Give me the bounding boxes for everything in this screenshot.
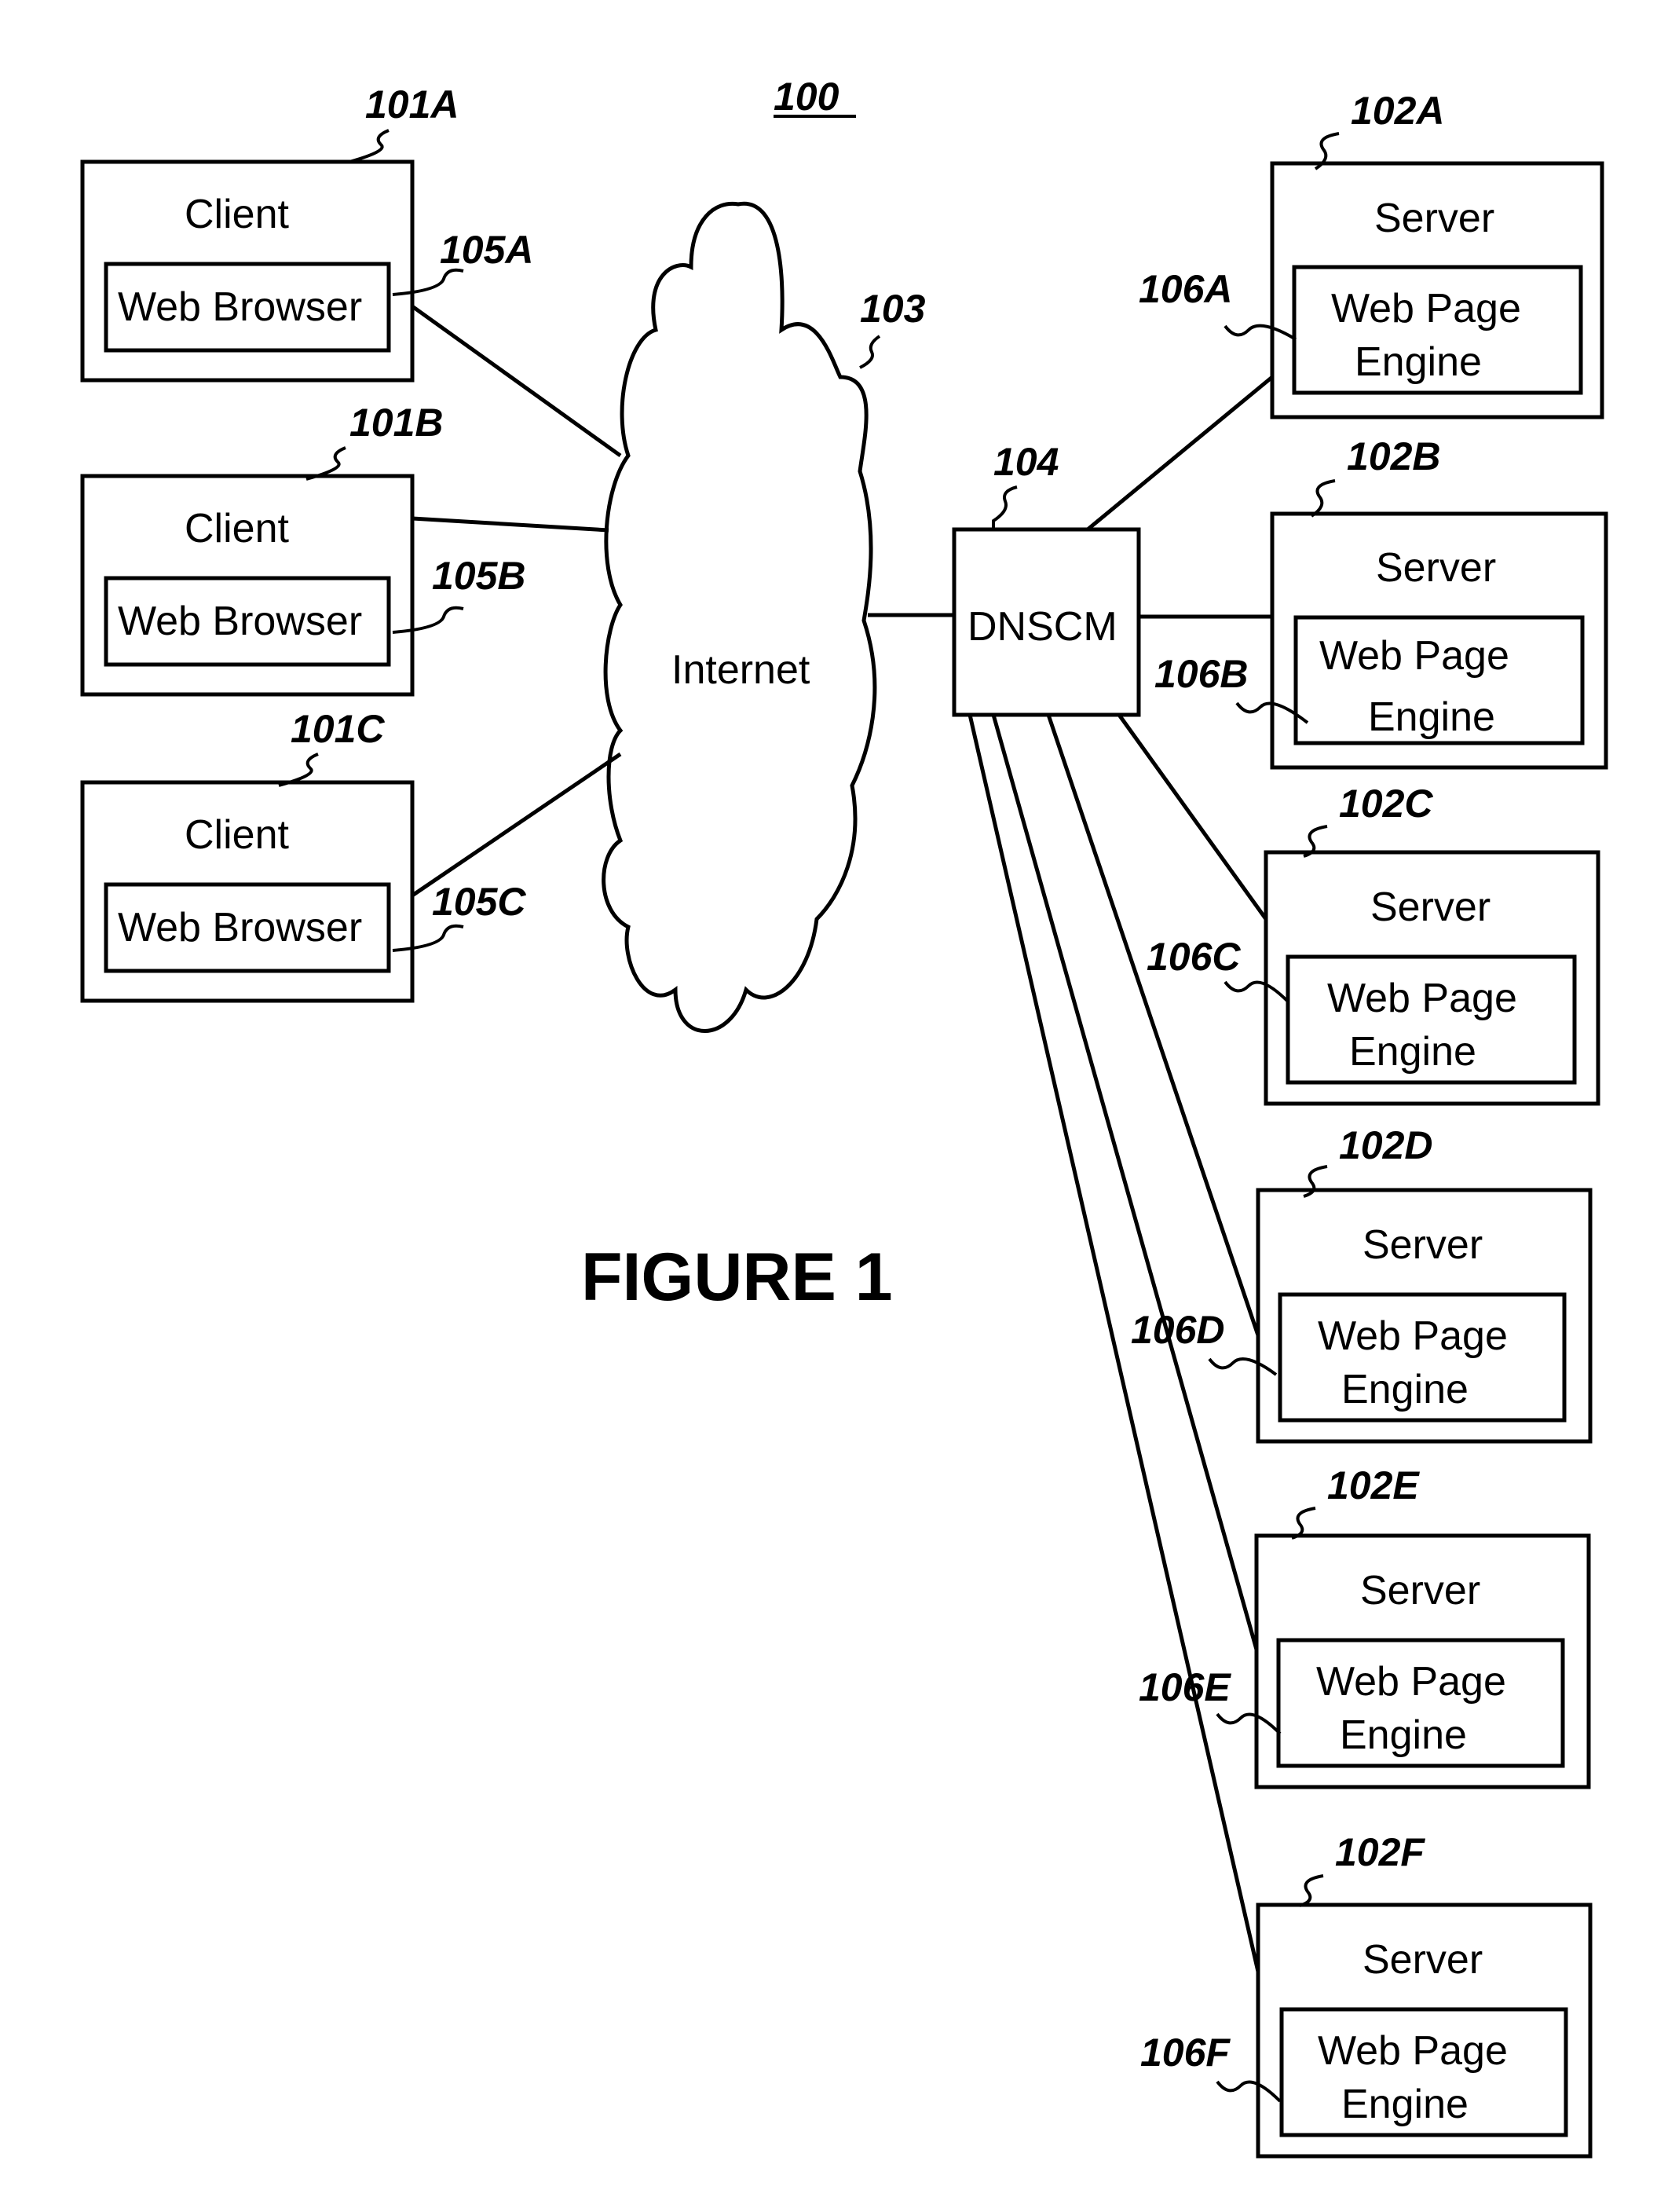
- engine-ref-leader: [1217, 1714, 1280, 1734]
- internet-ref: 103: [860, 287, 926, 331]
- engine-line2: Engine: [1349, 1029, 1476, 1075]
- server-title: Server: [1360, 1568, 1480, 1613]
- client-title: Client: [185, 506, 289, 551]
- engine-line2: Engine: [1340, 1712, 1467, 1758]
- browser-ref: 105C: [432, 880, 526, 924]
- internet-label: Internet: [671, 647, 810, 693]
- server-ref: 102A: [1351, 89, 1445, 133]
- server-ref: 102D: [1339, 1123, 1433, 1167]
- engine-line2: Engine: [1355, 339, 1482, 385]
- dnscm-ref: 104: [993, 440, 1059, 484]
- engine-line2: Engine: [1341, 2082, 1469, 2127]
- engine-line1: Web Page: [1319, 633, 1509, 679]
- client-101B: Client Web Browser 101B 105B: [82, 401, 526, 694]
- server-102F: Server Web Page Engine 102F 106F: [1140, 1830, 1590, 2156]
- server-ref-leader: [1311, 481, 1335, 516]
- server-title: Server: [1363, 1937, 1483, 1983]
- engine-ref: 106D: [1131, 1308, 1225, 1352]
- server-ref: 102C: [1339, 782, 1433, 826]
- engine-ref: 106F: [1140, 2031, 1231, 2075]
- browser-ref-leader: [393, 608, 463, 632]
- server-102A: Server Web Page Engine 102A 106A: [1139, 89, 1602, 417]
- engine-ref: 106A: [1139, 267, 1233, 311]
- engine-ref-leader: [1225, 982, 1288, 1002]
- engine-ref: 106B: [1154, 652, 1249, 696]
- link-dnscm-102C: [1119, 715, 1266, 919]
- client-title: Client: [185, 812, 289, 858]
- server-title: Server: [1370, 884, 1491, 930]
- dnscm: DNSCM 104: [954, 440, 1139, 715]
- diagram-number: 100: [774, 75, 839, 119]
- server-title: Server: [1374, 196, 1494, 241]
- server-102B: Server Web Page Engine 102B 106B: [1154, 434, 1606, 767]
- client-ref: 101C: [291, 707, 385, 751]
- engine-ref: 106E: [1139, 1665, 1231, 1709]
- client-101C: Client Web Browser 101C 105C: [82, 707, 526, 1001]
- server-102D: Server Web Page Engine 102D 106D: [1131, 1123, 1590, 1441]
- server-ref-leader: [1300, 1876, 1323, 1906]
- server-ref: 102B: [1347, 434, 1441, 478]
- engine-ref-leader: [1225, 326, 1296, 339]
- internet-cloud: [604, 203, 875, 1031]
- browser-ref: 105B: [432, 554, 526, 598]
- engine-ref: 106C: [1147, 935, 1241, 979]
- web-browser-label: Web Browser: [118, 905, 362, 950]
- server-title: Server: [1363, 1222, 1483, 1268]
- server-102C: Server Web Page Engine 102C 106C: [1147, 782, 1598, 1104]
- server-ref-leader: [1292, 1508, 1315, 1538]
- engine-line1: Web Page: [1316, 1659, 1506, 1705]
- link-101B-internet: [412, 518, 609, 530]
- browser-ref: 105A: [440, 228, 534, 272]
- browser-ref-leader: [393, 270, 463, 295]
- engine-ref-leader: [1209, 1359, 1276, 1375]
- internet-ref-leader: [860, 336, 880, 368]
- client-ref: 101A: [365, 82, 459, 126]
- engine-ref-leader: [1217, 2082, 1280, 2101]
- browser-ref-leader: [393, 926, 463, 950]
- web-browser-label: Web Browser: [118, 599, 362, 644]
- client-ref: 101B: [349, 401, 444, 445]
- figure-caption: FIGURE 1: [581, 1240, 893, 1315]
- engine-line1: Web Page: [1318, 1313, 1508, 1359]
- server-title: Server: [1376, 545, 1496, 591]
- client-title: Client: [185, 192, 289, 237]
- engine-line1: Web Page: [1327, 976, 1517, 1021]
- link-101C-internet: [412, 754, 620, 895]
- link-dnscm-102A: [1088, 377, 1272, 529]
- client-ref-leader: [349, 130, 389, 162]
- dnscm-label: DNSCM: [967, 604, 1117, 650]
- server-ref: 102E: [1327, 1463, 1420, 1507]
- link-101A-internet: [412, 306, 620, 456]
- engine-line1: Web Page: [1331, 286, 1521, 331]
- client-101A: Client Web Browser 101A 105A: [82, 82, 534, 380]
- engine-line2: Engine: [1341, 1367, 1469, 1412]
- server-ref: 102F: [1335, 1830, 1425, 1874]
- web-browser-label: Web Browser: [118, 284, 362, 330]
- engine-line2: Engine: [1368, 694, 1495, 740]
- engine-line1: Web Page: [1318, 2028, 1508, 2074]
- dnscm-ref-leader: [993, 487, 1017, 529]
- link-dnscm-102E: [993, 715, 1256, 1650]
